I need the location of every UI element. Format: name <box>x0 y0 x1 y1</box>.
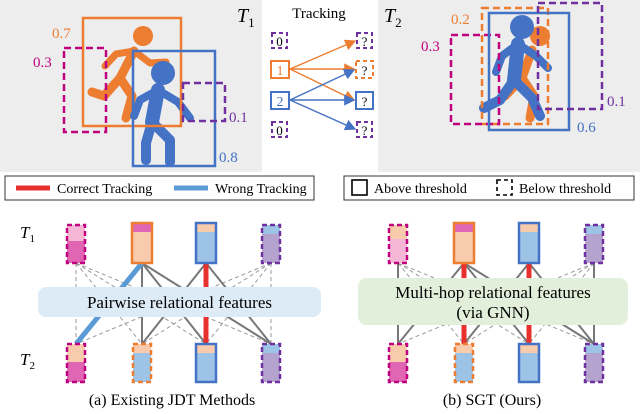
id-left-1: 1 <box>277 64 284 79</box>
tracking-diagram: Tracking 0 1 2 0 ? ? ? ? <box>270 6 374 138</box>
id-box-left-0a <box>271 32 288 49</box>
bl-node-t1-purple <box>260 223 282 265</box>
right-purple-bbox <box>536 1 604 111</box>
left-caption: (a) Existing JDT Methods <box>89 392 255 409</box>
right-score-purple: 0.1 <box>607 94 626 110</box>
br-node-t2-blue <box>517 342 541 384</box>
id-box-right-1 <box>356 32 373 49</box>
legend-above-label: Above threshold <box>374 182 467 197</box>
blue-bbox <box>131 49 217 168</box>
id-left-0b: 0 <box>276 123 283 138</box>
right-blue-bbox <box>487 11 571 132</box>
blue-walker-figure <box>130 61 194 167</box>
br-node-t2-orange <box>453 342 475 384</box>
bl-node-t1-blue <box>194 221 218 265</box>
id-left-0a: 0 <box>276 34 283 49</box>
top-right-panel: 0.2 0.3 0.1 0.6 T2 <box>378 0 640 172</box>
br-node-t2-magenta <box>387 342 409 384</box>
bl-node-t1-magenta <box>65 223 87 265</box>
br-node-t1-orange <box>452 221 476 265</box>
top-left-panel: 0.7 0.3 0.1 0.8 T1 <box>0 0 262 172</box>
t2-top-label: T2 <box>384 5 402 30</box>
legend-below-label: Below threshold <box>519 182 611 197</box>
right-score-orange: 0.2 <box>451 12 470 28</box>
id-left-2: 2 <box>277 95 284 110</box>
id-box-right-4 <box>356 121 373 138</box>
right-score-blue: 0.6 <box>577 120 596 136</box>
multihop-feature-pill <box>358 278 628 325</box>
bottom-right-graph: Multi-hop relational features (via GNN) <box>358 221 628 409</box>
multihop-feature-label-1: Multi-hop relational features <box>395 283 590 302</box>
left-score-orange: 0.7 <box>52 26 71 42</box>
pairwise-feature-pill <box>38 287 321 317</box>
br-node-t2-purple <box>583 342 605 384</box>
legend-left: Correct Tracking Wrong Tracking <box>4 175 315 201</box>
id-right-4: ? <box>362 123 368 138</box>
purple-bbox <box>181 81 227 123</box>
magenta-bbox <box>62 46 108 134</box>
left-score-magenta: 0.3 <box>33 55 52 71</box>
multihop-feature-label-2: (via GNN) <box>456 303 529 322</box>
bl-node-t1-orange <box>130 221 154 265</box>
bl-t2-label: T2 <box>20 350 35 372</box>
br-node-t1-magenta <box>387 223 409 265</box>
right-magenta-bbox <box>449 33 501 126</box>
tracking-title: Tracking <box>292 6 346 22</box>
bl-node-t2-orange <box>131 342 153 384</box>
id-box-right-3 <box>355 91 374 110</box>
left-score-blue: 0.8 <box>219 150 238 166</box>
right-caption: (b) SGT (Ours) <box>443 392 541 409</box>
id-box-left-2 <box>270 91 290 110</box>
pairwise-feature-label: Pairwise relational features <box>87 293 272 312</box>
tracking-arrows <box>289 39 357 131</box>
bl-node-t2-blue <box>194 342 218 384</box>
id-right-2: ? <box>362 63 368 78</box>
bottom-left-graph: T1 T2 Pairwise relational features <box>20 221 321 409</box>
bl-t1-label: T1 <box>20 223 35 245</box>
id-box-left-0b <box>271 121 288 138</box>
legend-wrong-label: Wrong Tracking <box>215 182 307 197</box>
left-score-purple: 0.1 <box>229 110 248 126</box>
right-score-magenta: 0.3 <box>421 39 440 55</box>
id-box-right-2 <box>355 60 374 79</box>
legend-right: Above threshold Below threshold <box>343 175 635 201</box>
id-box-left-1 <box>270 60 290 79</box>
br-node-t1-blue <box>517 221 541 265</box>
id-right-3: ? <box>362 94 368 109</box>
br-node-t1-purple <box>583 223 605 265</box>
bl-node-t2-magenta <box>65 342 87 384</box>
right-orange-bbox <box>480 6 550 126</box>
bl-node-t2-purple <box>260 342 282 384</box>
id-right-1: ? <box>362 34 368 49</box>
legend-correct-label: Correct Tracking <box>57 182 152 197</box>
t1-top-label: T1 <box>237 5 255 30</box>
